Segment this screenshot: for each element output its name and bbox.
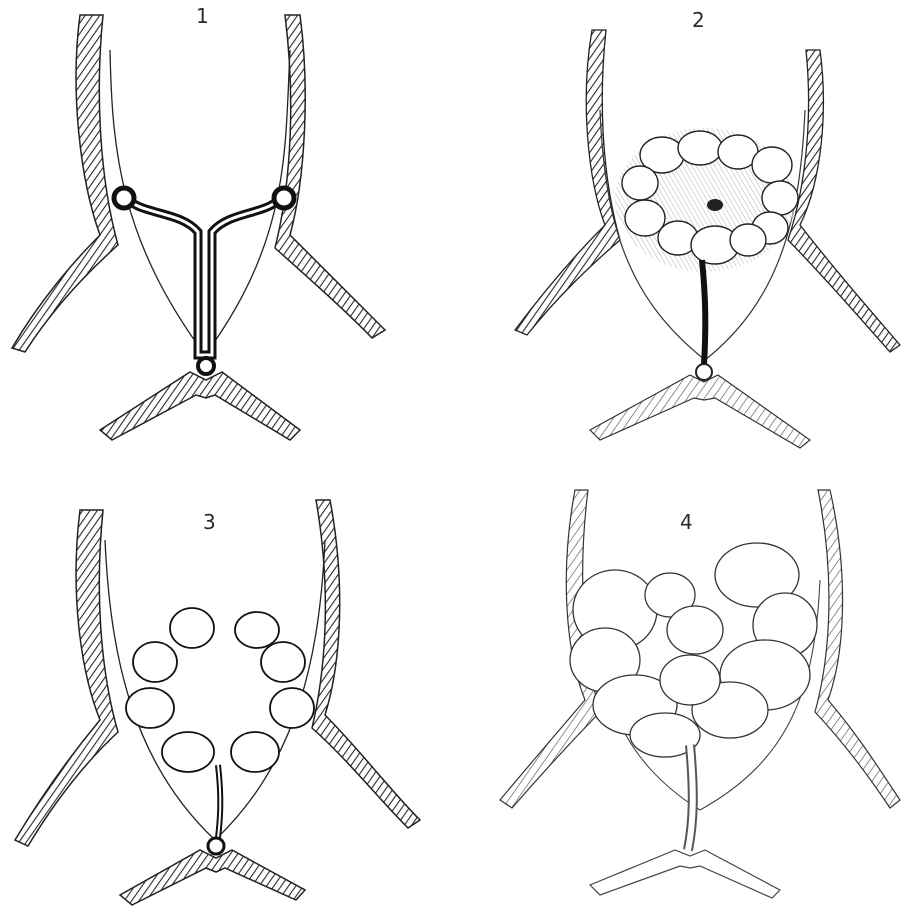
panel-1-duct <box>125 195 282 355</box>
panel-2-lower-branch <box>590 375 810 448</box>
panel-3-drawing <box>15 500 420 905</box>
panel-1-label: 1 <box>196 4 209 28</box>
panel-1-right-wall <box>275 15 385 338</box>
panel-3-lobules <box>126 608 314 772</box>
panel-2-label: 2 <box>692 8 705 32</box>
panel-4-lower-branch <box>590 850 780 898</box>
panel-4-drawing <box>500 490 900 898</box>
panel-2-right-wall <box>788 50 900 352</box>
panel-3-right-wall <box>312 500 420 828</box>
panel-3-lower-branch <box>120 850 305 905</box>
panel-2-duct <box>702 260 705 365</box>
panel-4-right-wall <box>815 490 900 808</box>
panel-1-drawing <box>12 15 385 440</box>
panel-4-lobules <box>570 543 817 757</box>
panel-2-left-wall <box>515 30 620 335</box>
panel-4-label: 4 <box>680 510 693 534</box>
panel-2-drawing <box>515 30 900 448</box>
panel-3-label: 3 <box>203 510 216 534</box>
panel-1-lower-branch <box>100 372 300 440</box>
panel-3-left-wall <box>15 510 118 846</box>
panel-1-left-wall <box>12 15 118 352</box>
